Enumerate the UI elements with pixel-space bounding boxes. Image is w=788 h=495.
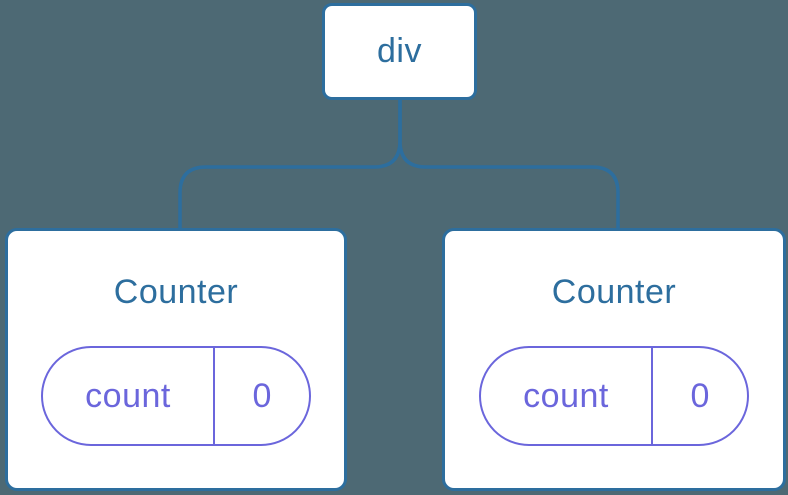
state-key: count [523,376,609,415]
state-value: 0 [690,376,710,415]
connector-left-branch [178,100,402,229]
state-pill-divider [651,348,653,444]
component-name: Counter [551,273,677,311]
root-node-div: div [322,3,477,100]
state-pill-divider [213,348,215,444]
counter-node-left: Counter count 0 [5,228,347,491]
state-key: count [85,376,171,415]
connector-right-branch [398,100,620,229]
state-pill: count 0 [41,346,311,446]
state-value: 0 [252,376,272,415]
component-name: Counter [113,273,239,311]
root-node-label: div [377,32,422,70]
counter-node-right: Counter count 0 [442,228,786,491]
state-pill: count 0 [479,346,749,446]
